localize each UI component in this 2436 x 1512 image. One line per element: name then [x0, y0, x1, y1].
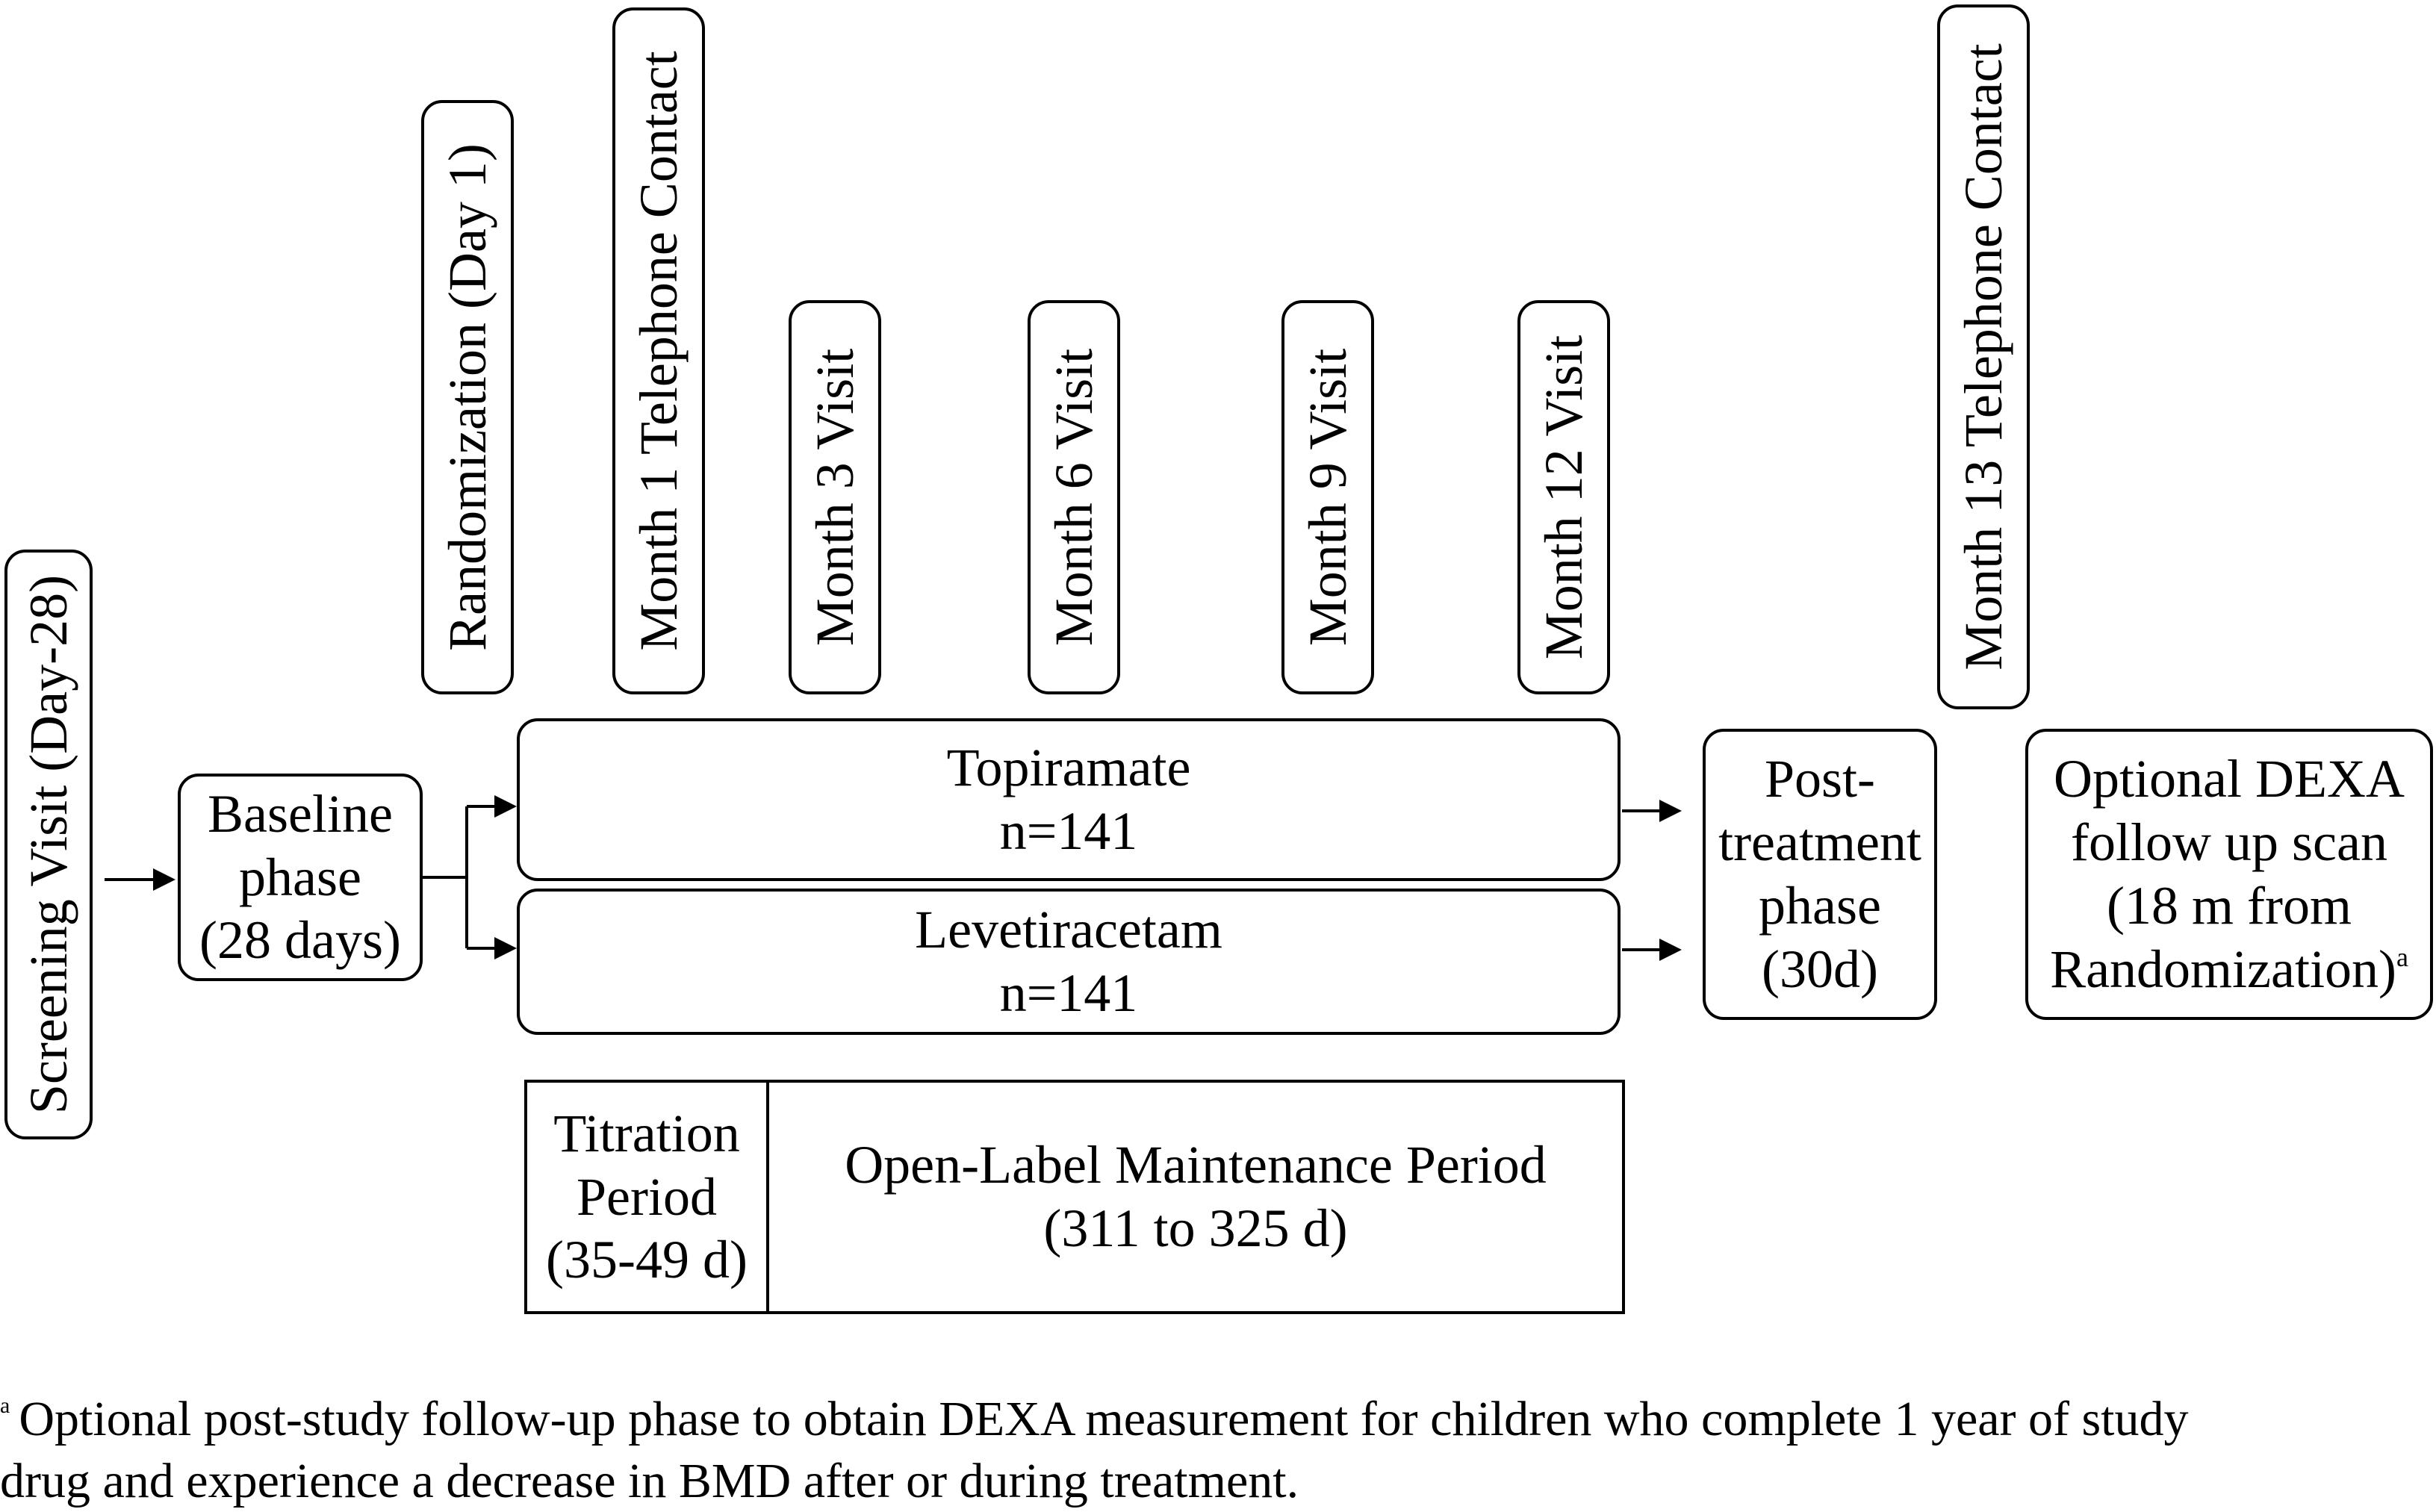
post-treatment-line-4: (30d) — [1762, 938, 1878, 1001]
levetiracetam-n: n=141 — [1000, 962, 1138, 1025]
footnote-text-1: Optional post-study follow-up phase to o… — [19, 1392, 2188, 1446]
post-treatment-line-3: phase — [1759, 874, 1881, 938]
screening-visit-box: Screening Visit (Day-28) — [4, 550, 93, 1139]
post-treatment-line-2: treatment — [1718, 811, 1921, 874]
footnote-marker: a — [0, 1393, 10, 1418]
titration-line-2: Period — [577, 1166, 717, 1229]
dexa-line-4: Randomization)a — [2050, 938, 2408, 1001]
dexa-line-3: (18 m from — [2107, 874, 2352, 938]
month12-visit-box: Month 12 Visit — [1517, 300, 1610, 694]
maintenance-line-2: (311 to 325 d) — [1043, 1197, 1347, 1260]
footnote-line-1: a Optional post-study follow-up phase to … — [0, 1389, 2436, 1451]
baseline-line-1: Baseline — [208, 783, 393, 846]
footnote-line-2: drug and experience a decrease in BMD af… — [0, 1451, 2436, 1512]
arrowhead-1 — [153, 868, 175, 891]
titration-line-3: (35-49 d) — [546, 1228, 748, 1292]
month6-visit-label: Month 6 Visit — [1047, 349, 1101, 646]
levetiracetam-arm-box: Levetiracetam n=141 — [517, 889, 1621, 1035]
month9-visit-label: Month 9 Visit — [1301, 349, 1355, 646]
post-treatment-line-1: Post- — [1765, 747, 1875, 811]
topiramate-arm-box: Topiramate n=141 — [517, 718, 1621, 881]
footnote: a Optional post-study follow-up phase to … — [0, 1389, 2436, 1512]
titration-period-cell: Titration Period (35-49 d) — [524, 1080, 769, 1314]
month13-telephone-label: Month 13 Telephone Contact — [1957, 43, 2010, 671]
dexa-line-1: Optional DEXA — [2054, 747, 2405, 811]
month1-telephone-box: Month 1 Telephone Contact — [612, 7, 705, 694]
month3-visit-label: Month 3 Visit — [808, 349, 862, 646]
levetiracetam-name: Levetiracetam — [915, 898, 1222, 962]
month1-telephone-label: Month 1 Telephone Contact — [632, 51, 686, 651]
titration-line-1: Titration — [553, 1102, 739, 1166]
maintenance-period-cell: Open-Label Maintenance Period (311 to 32… — [766, 1080, 1625, 1314]
dexa-line-2: follow up scan — [2071, 811, 2387, 874]
randomization-box: Randomization (Day 1) — [421, 100, 514, 694]
randomization-label: Randomization (Day 1) — [441, 143, 494, 651]
baseline-line-3: (28 days) — [199, 909, 401, 972]
month13-telephone-box: Month 13 Telephone Contact — [1937, 4, 2030, 709]
month9-visit-box: Month 9 Visit — [1281, 300, 1374, 694]
baseline-line-2: phase — [239, 846, 361, 909]
baseline-phase-box: Baseline phase (28 days) — [178, 774, 423, 981]
maintenance-line-1: Open-Label Maintenance Period — [845, 1133, 1547, 1197]
screening-visit-label: Screening Visit (Day-28) — [22, 575, 75, 1114]
month3-visit-box: Month 3 Visit — [789, 300, 881, 694]
dexa-line-4-text: Randomization) — [2050, 939, 2396, 999]
topiramate-name: Topiramate — [947, 736, 1191, 800]
topiramate-n: n=141 — [1000, 800, 1138, 863]
post-treatment-phase-box: Post- treatment phase (30d) — [1703, 729, 1937, 1020]
month12-visit-label: Month 12 Visit — [1537, 335, 1591, 659]
optional-dexa-box: Optional DEXA follow up scan (18 m from … — [2025, 729, 2433, 1020]
dexa-footnote-marker: a — [2396, 942, 2408, 972]
month6-visit-box: Month 6 Visit — [1028, 300, 1120, 694]
